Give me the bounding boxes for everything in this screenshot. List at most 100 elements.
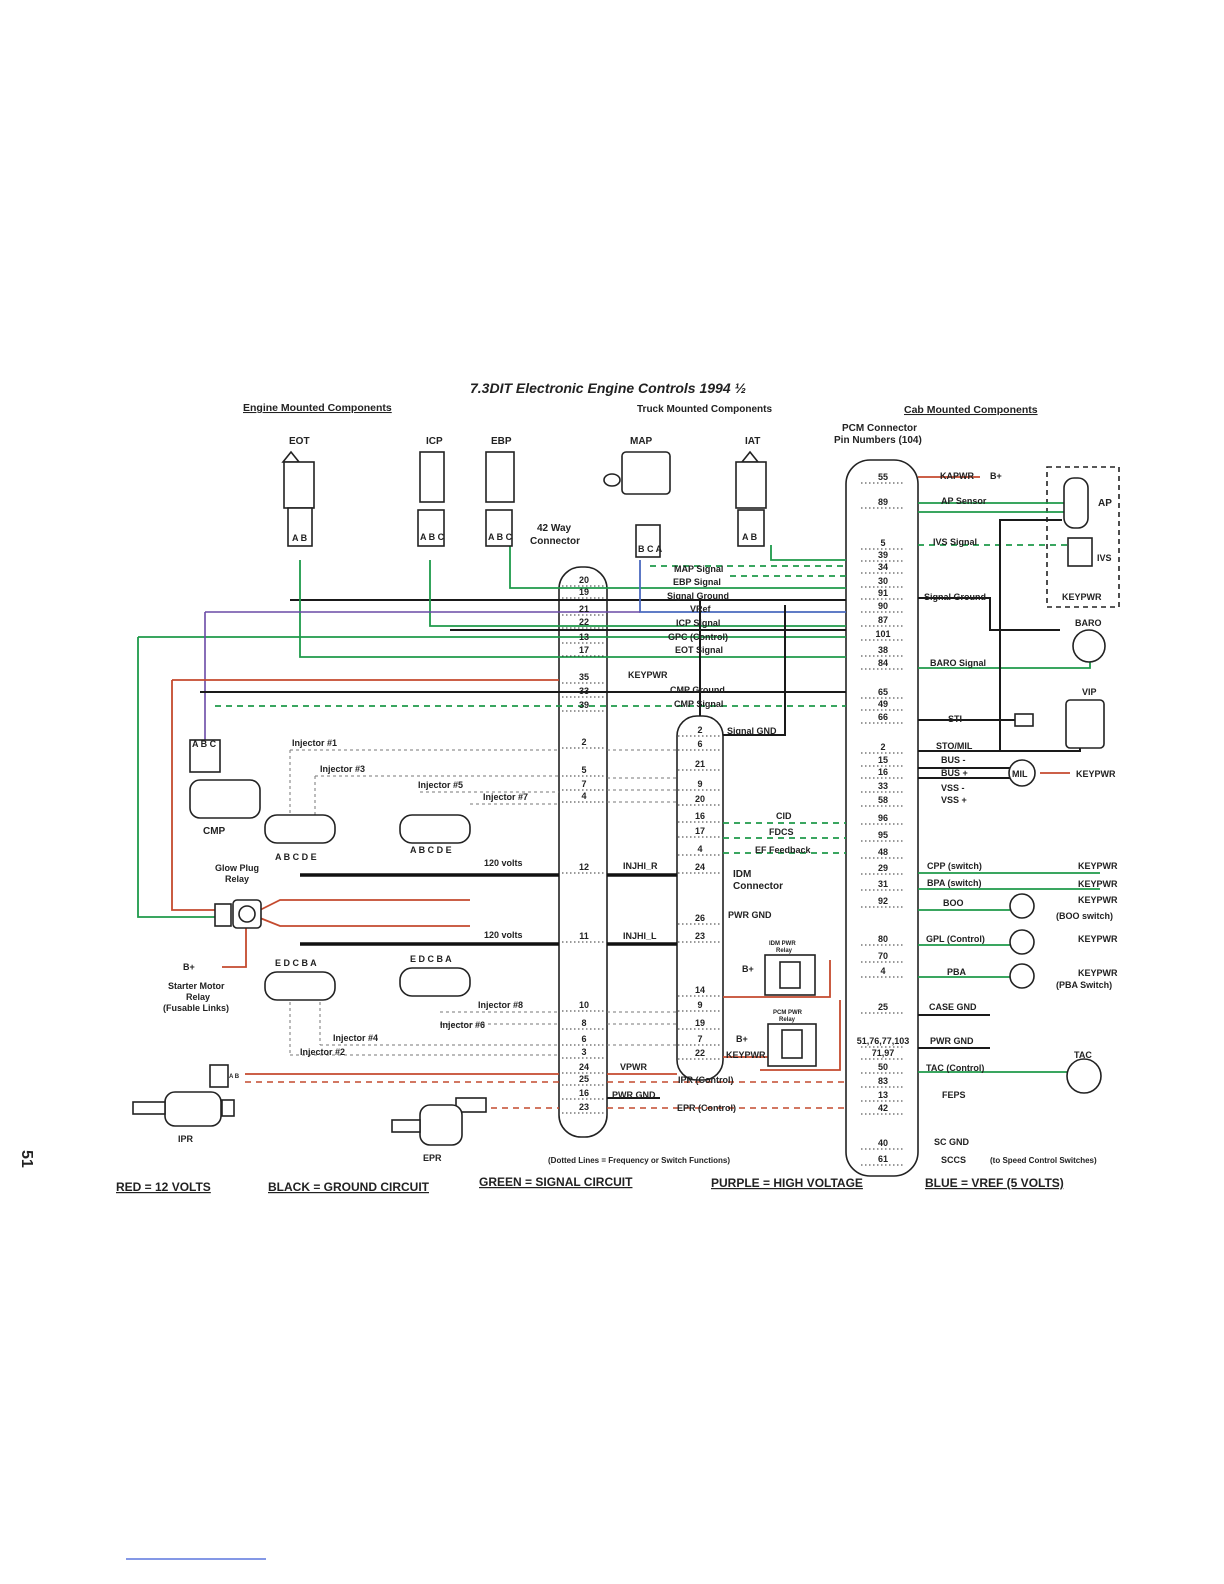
inj-conn-1-pins: A B C D E (275, 852, 317, 862)
bpa-keypwr: KEYPWR (1078, 879, 1118, 889)
pin-pcm-number: 92 (878, 896, 888, 906)
pcm-pwr-relay: PCM PWR Relay B+ KEYPWR (726, 1010, 817, 1067)
pcm-pba: PBA (947, 967, 967, 977)
pin-pcm-number: 13 (878, 1090, 888, 1100)
pin-42-number: 2 (581, 737, 586, 747)
pin-pcm-number: 42 (878, 1103, 888, 1113)
pin-42-number: 10 (579, 1000, 589, 1010)
sig-signal-gnd: Signal GND (727, 726, 777, 736)
cmp-sensor: A B C CMP (189, 739, 261, 837)
sig-cmp-signal: CMP Signal (674, 699, 723, 709)
pin-idm-number: 20 (695, 794, 705, 804)
injector-3-label: Injector #3 (320, 764, 365, 774)
tac-label: TAC (1074, 1050, 1092, 1060)
mil-lamp-icon (1008, 759, 1036, 787)
pcm-vss-minus: VSS - (941, 783, 965, 793)
baro-label: BARO (1075, 618, 1102, 628)
pcm-relay-bplus: B+ (736, 1034, 748, 1044)
pin-42-number: 20 (579, 575, 589, 585)
sti-terminal-icon (1014, 713, 1034, 727)
color-legend: RED = 12 VOLTS BLACK = GROUND CIRCUIT GR… (116, 1175, 1064, 1194)
pin-pcm-number: 50 (878, 1062, 888, 1072)
injector-1-label: Injector #1 (292, 738, 337, 748)
ivs-label: IVS (1097, 553, 1112, 563)
pin-pcm-number: 48 (878, 847, 888, 857)
pcm-title-2: Pin Numbers (104) (834, 435, 922, 446)
pcm-right-labels: KAPWR B+ AP Sensor IVS Signal Signal Gro… (924, 471, 1118, 1165)
legend-black: BLACK = GROUND CIRCUIT (268, 1180, 430, 1194)
sig-signal-ground: Signal Ground (667, 591, 729, 601)
pcm-signal-ground: Signal Ground (924, 592, 986, 602)
pcm-boo-switch: (BOO switch) (1056, 911, 1113, 921)
pin-pcm-number: 91 (878, 588, 888, 598)
ap-label: AP (1098, 498, 1112, 509)
pin-pcm-number: 51,76,77,103 (857, 1036, 910, 1046)
volts-label-l: 120 volts (484, 930, 523, 940)
sig-icp: ICP Signal (676, 618, 720, 628)
pin-pcm-number: 84 (878, 658, 888, 668)
pcm-relay-label-2: Relay (779, 1017, 796, 1023)
pin-42-number: 16 (579, 1088, 589, 1098)
pin-idm-number: 9 (697, 779, 702, 789)
dotted-lines-note: (Dotted Lines = Frequency or Switch Func… (548, 1156, 730, 1165)
glow-plug-relay: Glow Plug Relay (214, 863, 262, 929)
mil-keypwr: KEYPWR (1076, 769, 1116, 779)
epr-label: EPR (423, 1153, 442, 1163)
icp-label: ICP (426, 436, 443, 447)
sig-gpc: GPC (Control) (668, 632, 728, 642)
sig-epr-control: EPR (Control) (677, 1103, 736, 1113)
pin-42-number: 19 (579, 587, 589, 597)
inj-conn-3-pins: E D C B A (275, 958, 317, 968)
cmp-sensor-icon (189, 779, 261, 819)
baro-sensor: BARO (1072, 618, 1106, 663)
ebp-pins: A B C (488, 532, 513, 542)
epr-valve: EPR (391, 1097, 487, 1163)
section-cab: Cab Mounted Components (904, 404, 1038, 416)
iat-label: IAT (745, 436, 760, 447)
sig-idm-pwr-gnd: PWR GND (728, 910, 772, 920)
pcm-sti: STI (948, 714, 962, 724)
pin-42-number: 22 (579, 617, 589, 627)
pcm-pba-switch: (PBA Switch) (1056, 980, 1112, 990)
pcm-vss-plus: VSS + (941, 795, 967, 805)
sig-injhi-l: INJHI_L (623, 931, 657, 941)
pcm-boo: BOO (943, 898, 964, 908)
gpl-lamp-icon (1009, 929, 1035, 955)
pcm-relay-keypwr: KEYPWR (726, 1050, 766, 1060)
volts-label-r: 120 volts (484, 858, 523, 868)
injector-2-label: Injector #2 (300, 1047, 345, 1057)
pin-pcm-number: 83 (878, 1076, 888, 1086)
pin-pcm-number: 40 (878, 1138, 888, 1148)
map-pins: B C A (638, 544, 663, 554)
pins-pcm: 5589539343091908710138846549662151633589… (857, 472, 910, 1166)
pin-idm-number: 23 (695, 931, 705, 941)
pin-pcm-number: 61 (878, 1154, 888, 1164)
mil-label: MIL (1012, 769, 1028, 779)
glow-label-2: Relay (225, 874, 249, 884)
pin-42-number: 4 (581, 791, 586, 801)
icp-sensor-icon (419, 451, 445, 503)
eot-pins: A B (292, 533, 308, 543)
pcm-baro-signal: BARO Signal (930, 658, 986, 668)
injector-6-label: Injector #6 (440, 1020, 485, 1030)
inj-conn-2-pins: A B C D E (410, 845, 452, 855)
epr-valve-icon (419, 1104, 463, 1146)
eot-sensor-icon (281, 450, 301, 463)
ebp-sensor: EBP A B C (485, 436, 515, 547)
pin-pcm-number: 31 (878, 879, 888, 889)
pcm-sccs: SCCS (941, 1155, 966, 1165)
pcm-bus-plus: BUS + (941, 768, 968, 778)
section-engine: Engine Mounted Components (243, 402, 392, 414)
iat-sensor: IAT A B (735, 436, 767, 547)
pcm-cpp: CPP (switch) (927, 861, 982, 871)
pin-42-number: 3 (581, 1047, 586, 1057)
pin-pcm-number: 65 (878, 687, 888, 697)
pcm-gpl: GPL (Control) (926, 934, 985, 944)
pin-idm-number: 17 (695, 826, 705, 836)
pin-pcm-number: 89 (878, 497, 888, 507)
conn42-label-2: Connector (530, 536, 580, 547)
injector-connector-4: E D C B A (399, 954, 471, 997)
sig-injhi-r: INJHI_R (623, 861, 658, 871)
connector-42-way (558, 566, 608, 1138)
